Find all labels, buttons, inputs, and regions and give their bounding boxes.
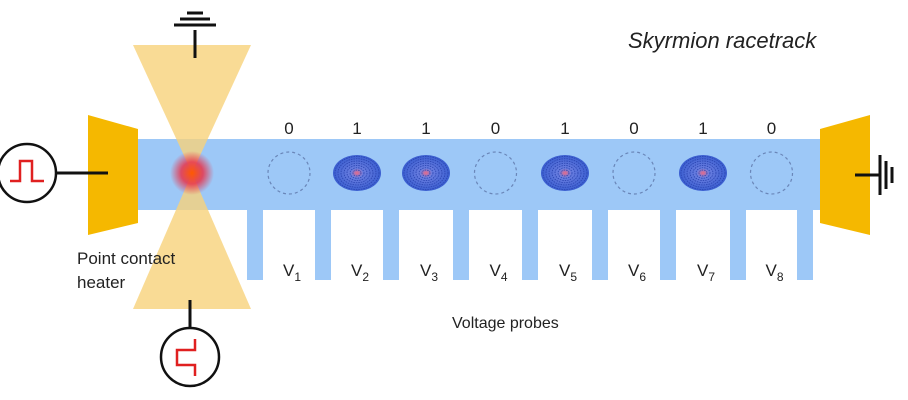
bit-label: 1 [352,119,361,138]
probe-subscript: 3 [431,270,438,284]
voltage-probe-finger [522,205,538,280]
probe-subscript: 7 [708,270,715,284]
left-contact [88,115,138,235]
probe-v: V [628,261,640,280]
empty-site [473,151,518,195]
diagram-title: Skyrmion racetrack [628,28,817,53]
probe-v: V [697,261,709,280]
voltage-probe-finger [660,205,676,280]
bit-label: 1 [698,119,707,138]
probe-subscript: 4 [501,270,508,284]
empty-site [612,151,656,195]
probe-v: V [766,261,778,280]
empty-site [267,151,311,195]
bit-label: 0 [629,119,638,138]
skyrmion [679,155,727,191]
probe-label: V6 [628,261,646,284]
heater-label: heater [77,273,126,292]
voltage-probe-finger [730,205,746,280]
voltage-probe-finger [797,205,813,280]
bit-label: 1 [560,119,569,138]
skyrmion [541,155,589,191]
ground-icon [174,11,216,58]
probe-label: V4 [490,261,508,284]
voltage-probe-finger [247,205,263,280]
probe-subscript: 6 [639,270,646,284]
voltage-probe-finger [453,205,469,280]
pulse-source-icon [0,142,108,204]
probe-label: V2 [351,261,369,284]
skyrmion [333,155,381,191]
probe-subscript: 8 [777,270,784,284]
bit-label: 0 [284,119,293,138]
probe-v: V [351,261,363,280]
probe-v: V [559,261,571,280]
bit-label: 1 [421,119,430,138]
empty-site [749,151,794,195]
probe-subscript: 5 [570,270,577,284]
voltage-probe-finger [592,205,608,280]
voltage-probes-label: Voltage probes [452,315,559,332]
probe-label: V8 [766,261,784,284]
hot-spot [170,151,214,195]
probe-label: V3 [420,261,438,284]
heater-label: Point contact [77,249,176,268]
point-contact-heater [133,45,251,309]
skyrmion [402,155,450,191]
probe-v: V [420,261,432,280]
step-source-icon [159,300,221,388]
voltage-probe-finger [383,205,399,280]
right-contact [820,115,870,235]
voltage-probe-finger [315,205,331,280]
probe-v: V [490,261,502,280]
ground-icon [855,155,894,195]
bit-label: 0 [491,119,500,138]
probe-label: V5 [559,261,577,284]
probe-label: V7 [697,261,715,284]
probe-subscript: 2 [362,270,369,284]
probe-subscript: 1 [294,270,301,284]
probe-v: V [283,261,295,280]
bit-label: 0 [767,119,776,138]
probe-label: V1 [283,261,301,284]
